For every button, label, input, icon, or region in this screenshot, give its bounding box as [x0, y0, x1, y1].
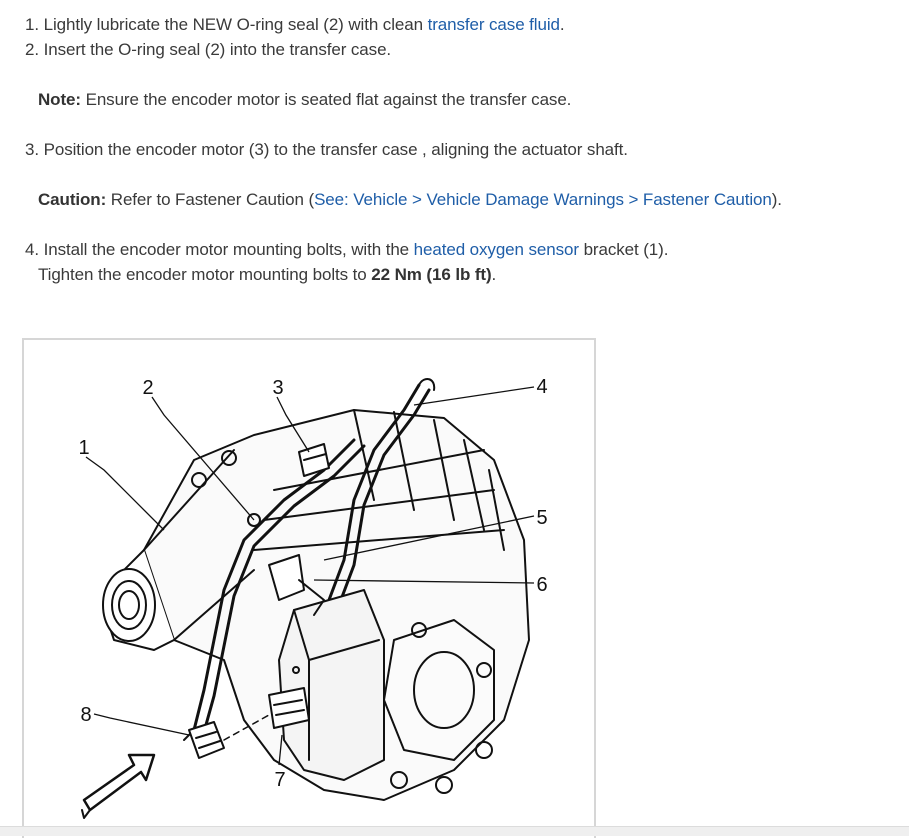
torque-text: Tighten the encoder motor mounting bolts…: [38, 265, 372, 284]
caution: Caution: Refer to Fastener Caution (See:…: [38, 190, 782, 210]
step-text: Position the encoder motor (3) to the tr…: [43, 140, 628, 159]
step-1: 1. Lightly lubricate the NEW O-ring seal…: [25, 15, 565, 35]
step-text-end: bracket (1).: [578, 240, 669, 259]
step-number: 4.: [25, 240, 39, 259]
callout-5: 5: [536, 507, 547, 529]
callout-4: 4: [536, 376, 547, 398]
fastener-caution-link[interactable]: See: Vehicle > Vehicle Damage Warnings >…: [314, 190, 772, 209]
step-number: 2.: [25, 40, 39, 59]
encoder-motor-illustration: 1 2 3 4 5 6 7 8: [22, 338, 596, 838]
note: Note: Ensure the encoder motor is seated…: [38, 90, 571, 110]
caution-text: Refer to Fastener Caution (: [106, 190, 315, 209]
caution-text-end: ).: [771, 190, 782, 209]
torque-text-end: .: [491, 265, 497, 284]
callout-1: 1: [78, 437, 89, 459]
note-label: Note:: [38, 90, 81, 109]
caution-label: Caution:: [38, 190, 107, 209]
callout-6: 6: [536, 574, 547, 596]
illustration-svg: 1 2 3 4 5 6 7 8: [78, 376, 548, 819]
horizontal-scrollbar[interactable]: [0, 826, 909, 836]
torque-value: 22 Nm (16 lb ft): [371, 265, 492, 284]
callout-7: 7: [274, 769, 285, 791]
transfer-case-fluid-link[interactable]: transfer case fluid: [427, 15, 560, 34]
step-4: 4. Install the encoder motor mounting bo…: [25, 240, 668, 260]
callout-2: 2: [142, 377, 153, 399]
step-number: 3.: [25, 140, 39, 159]
step-text: Install the encoder motor mounting bolts…: [43, 240, 414, 259]
step-text: Lightly lubricate the NEW O-ring seal (2…: [43, 15, 428, 34]
note-text: Ensure the encoder motor is seated flat …: [80, 90, 572, 109]
step-4-torque: Tighten the encoder motor mounting bolts…: [38, 265, 496, 285]
step-2: 2. Insert the O-ring seal (2) into the t…: [25, 40, 391, 60]
step-number: 1.: [25, 15, 39, 34]
step-text-end: .: [559, 15, 565, 34]
heated-oxygen-sensor-link[interactable]: heated oxygen sensor: [413, 240, 579, 259]
callout-3: 3: [272, 377, 283, 399]
step-3: 3. Position the encoder motor (3) to the…: [25, 140, 628, 160]
callout-8: 8: [80, 704, 91, 726]
step-text: Insert the O-ring seal (2) into the tran…: [43, 40, 392, 59]
